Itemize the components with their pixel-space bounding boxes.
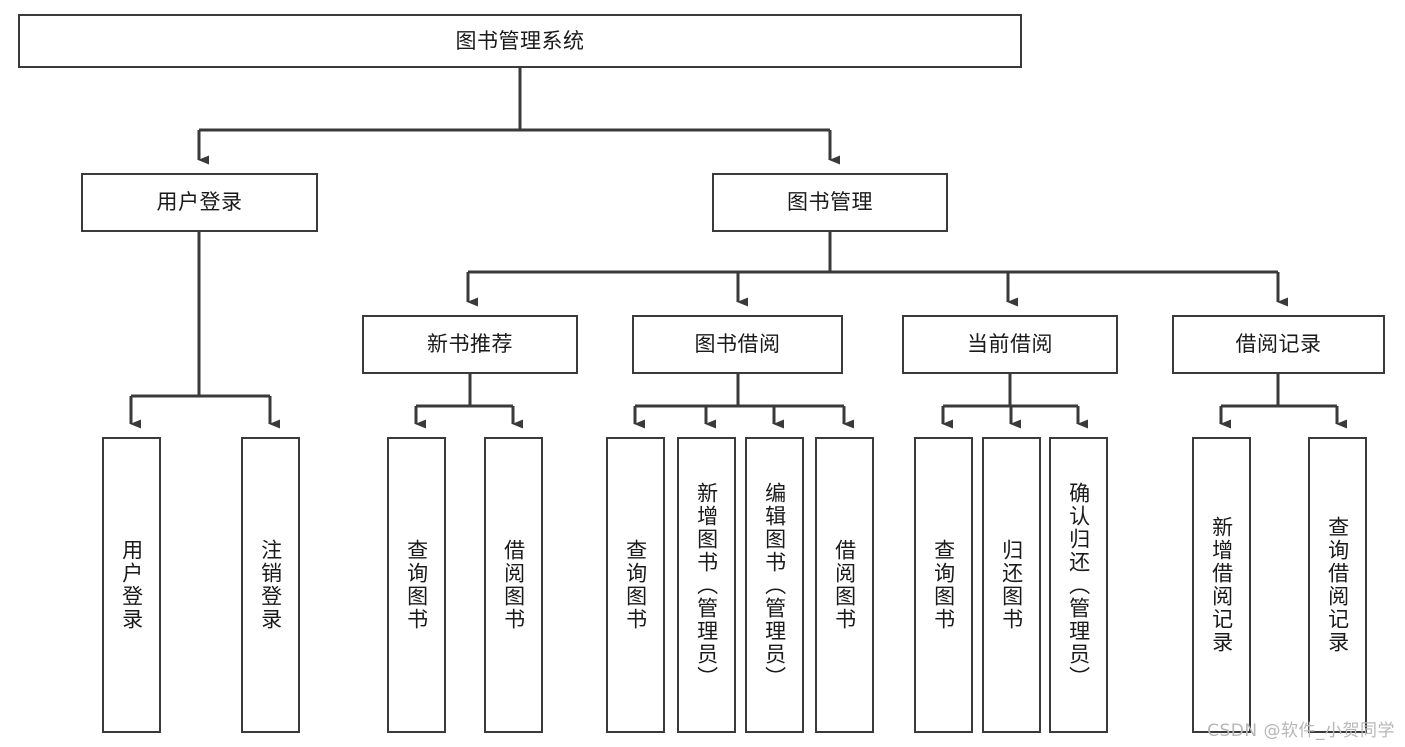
leaf-return-book[interactable]: 归还图书 <box>982 437 1041 733</box>
leaf-label: 编辑图书（管理员） <box>762 481 787 689</box>
node-borrow-record[interactable]: 借阅记录 <box>1172 315 1385 374</box>
node-current-borrow[interactable]: 当前借阅 <box>902 315 1118 374</box>
watermark: CSDN @软件_小贺同学 <box>1207 721 1395 741</box>
leaf-label: 查询图书 <box>404 539 429 631</box>
leaf-label: 借阅图书 <box>832 539 857 631</box>
leaf-label: 注销登录 <box>258 539 283 631</box>
leaf-query-book-recommend[interactable]: 查询图书 <box>387 437 446 733</box>
node-book-manage[interactable]: 图书管理 <box>712 173 948 232</box>
leaf-label: 查询图书 <box>623 539 648 631</box>
leaf-query-book-borrow[interactable]: 查询图书 <box>606 437 665 733</box>
leaf-borrow-book-recommend[interactable]: 借阅图书 <box>484 437 543 733</box>
leaf-label: 新增图书（管理员） <box>694 481 719 689</box>
leaf-label: 确认归还（管理员） <box>1066 481 1091 689</box>
leaf-edit-book-admin[interactable]: 编辑图书（管理员） <box>745 437 804 733</box>
leaf-add-book-admin[interactable]: 新增图书（管理员） <box>677 437 736 733</box>
node-user-login[interactable]: 用户登录 <box>81 173 318 232</box>
node-root-system[interactable]: 图书管理系统 <box>18 14 1022 68</box>
leaf-query-book-current[interactable]: 查询图书 <box>914 437 973 733</box>
leaf-user-login[interactable]: 用户登录 <box>102 437 161 733</box>
leaf-borrow-book[interactable]: 借阅图书 <box>815 437 874 733</box>
leaf-add-borrow-record[interactable]: 新增借阅记录 <box>1192 437 1251 733</box>
leaf-label: 查询图书 <box>931 539 956 631</box>
leaf-label: 新增借阅记录 <box>1209 516 1234 654</box>
leaf-confirm-return-admin[interactable]: 确认归还（管理员） <box>1049 437 1108 733</box>
leaf-query-borrow-record[interactable]: 查询借阅记录 <box>1308 437 1367 733</box>
node-new-book-recommend[interactable]: 新书推荐 <box>362 315 578 374</box>
leaf-label: 归还图书 <box>999 539 1024 631</box>
leaf-logout-login[interactable]: 注销登录 <box>241 437 300 733</box>
leaf-label: 用户登录 <box>119 539 144 631</box>
leaf-label: 借阅图书 <box>501 539 526 631</box>
leaf-label: 查询借阅记录 <box>1325 516 1350 654</box>
node-book-borrow[interactable]: 图书借阅 <box>632 315 843 374</box>
